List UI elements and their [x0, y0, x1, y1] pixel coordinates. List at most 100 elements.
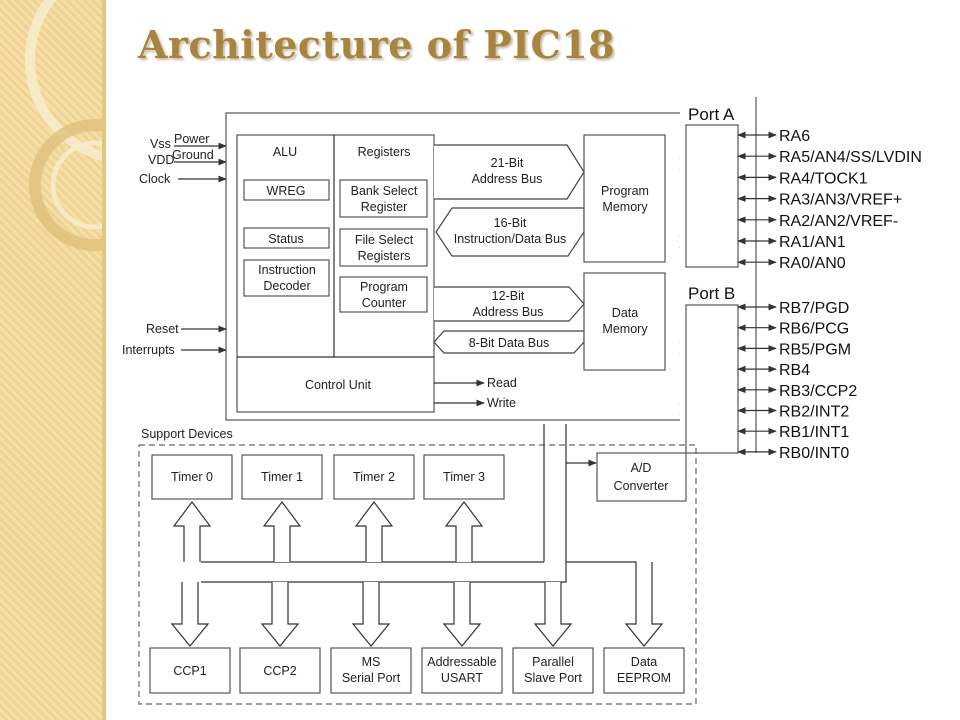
peripheral-label: Addressable — [427, 655, 497, 669]
read-label: Read — [487, 376, 517, 390]
wreg-label: WREG — [267, 184, 306, 198]
timer-box — [241, 454, 323, 500]
data-memory-line-1: Data — [612, 306, 638, 320]
bank-select-line-1: Bank Select — [351, 184, 418, 198]
peripheral-bus-arrow — [351, 582, 391, 647]
timer-bus-arrow — [262, 501, 302, 562]
support-bus — [170, 501, 664, 647]
port-b-pin-label: RB5/PGM — [779, 341, 851, 358]
peripheral-label: USART — [441, 671, 484, 685]
wreg-box — [243, 179, 330, 201]
port-b-pin-label: RB6/PCG — [779, 321, 849, 338]
write-label: Write — [487, 396, 516, 410]
bus-16bit-instruction: 16-Bit Instruction/Data Bus — [435, 207, 585, 257]
bus-8bit-data: 8-Bit Data Bus — [433, 330, 585, 354]
port-a-pin-label: RA6 — [779, 128, 810, 145]
peripheral-label: Serial Port — [342, 671, 401, 685]
interrupts-label: Interrupts — [122, 343, 175, 357]
peripheral-box — [603, 647, 685, 694]
program-memory-box — [583, 134, 666, 263]
vdd-label: VDD — [148, 153, 174, 167]
port-b-pin-label: RB1/INT1 — [779, 424, 849, 441]
peripheral-bus-arrow — [260, 582, 300, 647]
ad-converter-line-2: Converter — [614, 479, 669, 493]
reset-label: Reset — [146, 322, 179, 336]
bus-12bit-address: 12-Bit Address Bus — [434, 286, 585, 322]
peripheral-bus-arrow — [442, 582, 482, 647]
peripheral-label: CCP1 — [173, 664, 206, 678]
peripheral-label: CCP2 — [263, 664, 296, 678]
decorative-sidebar — [0, 0, 106, 720]
peripheral-label: Slave Port — [524, 671, 582, 685]
control-unit-label: Control Unit — [305, 378, 372, 392]
program-counter-line-2: Counter — [362, 296, 406, 310]
port-b-pin-label: RB4 — [779, 362, 810, 379]
program-memory-line-1: Program — [601, 184, 649, 198]
file-select-line-1: File Select — [355, 233, 414, 247]
ad-converter-box — [596, 452, 687, 502]
program-memory-line-2: Memory — [602, 200, 648, 214]
peripheral-box — [149, 647, 231, 694]
port-a-pin-label: RA1/AN1 — [779, 234, 846, 251]
timer-bus-arrow — [354, 501, 394, 562]
timer-bus-arrow — [444, 501, 484, 562]
port-a-pin-label: RA3/AN3/VREF+ — [779, 192, 902, 209]
clock-label: Clock — [139, 172, 171, 186]
timer-label: Timer 1 — [261, 470, 303, 484]
peripheral-label: MS — [362, 655, 381, 669]
port-b-label: Port B — [688, 284, 735, 303]
vss-label: Vss — [150, 137, 171, 151]
bus-12bit-line-2: Address Bus — [473, 305, 544, 319]
ground-label: Ground — [172, 148, 214, 162]
slide-title: Architecture of PIC18 — [138, 22, 616, 67]
port-a-pin-label: RA5/AN4/SS/LVDIN — [779, 149, 922, 166]
decoder-line-1: Instruction — [258, 263, 316, 277]
data-memory-line-2: Memory — [602, 322, 648, 336]
data-memory-box — [583, 272, 666, 371]
peripheral-box — [239, 647, 321, 694]
timer-box — [333, 454, 415, 500]
decoder-line-2: Decoder — [263, 279, 310, 293]
peripheral-box — [330, 647, 412, 694]
registers-block: Registers Bank Select Register File Sele… — [339, 145, 428, 313]
alu-label: ALU — [273, 145, 297, 159]
program-counter-line-1: Program — [360, 280, 408, 294]
bus-12bit-line-1: 12-Bit — [492, 289, 525, 303]
bus-8bit-label: 8-Bit Data Bus — [469, 336, 550, 350]
decorative-rings — [25, 0, 106, 251]
port-b-pin-label: RB2/INT2 — [779, 404, 849, 421]
ad-converter-line-1: A/D — [631, 461, 652, 475]
instruction-decoder-box — [243, 259, 330, 297]
port-b-pin-label: RB0/INT0 — [779, 445, 849, 462]
peripheral-label: Parallel — [532, 655, 574, 669]
timer-box — [151, 454, 233, 500]
bus-16bit-line-1: 16-Bit — [494, 216, 527, 230]
peripheral-label: EEPROM — [617, 671, 671, 685]
input-signals: Vss VDD Power Ground Clock Reset Interru… — [122, 132, 227, 357]
port-a-pin-label: RA0/AN0 — [779, 255, 846, 272]
port-a: Port A RA6RA5/AN4/SS/LVDINRA4/TOCK1RA3/A… — [685, 105, 922, 272]
registers-label: Registers — [358, 145, 411, 159]
bank-select-line-2: Register — [361, 200, 408, 214]
support-devices-frame — [138, 444, 697, 705]
bus-21bit-line-1: 21-Bit — [491, 156, 524, 170]
bus-16bit-line-2: Instruction/Data Bus — [454, 232, 567, 246]
port-b: Port B RB7/PGDRB6/PCGRB5/PGMRB4RB3/CCP2R… — [685, 284, 857, 462]
timer-label: Timer 0 — [171, 470, 213, 484]
status-box — [243, 227, 330, 249]
port-a-pin-label: RA2/AN2/VREF- — [779, 213, 898, 230]
peripheral-box — [512, 647, 594, 694]
file-select-line-2: Registers — [358, 249, 411, 263]
bus-21bit-line-2: Address Bus — [472, 172, 543, 186]
eeprom-bus-arrow — [566, 561, 664, 647]
alu-block: ALU WREG Status Instruction Decoder — [243, 145, 330, 297]
port-a-pin-label: RA4/TOCK1 — [779, 170, 868, 187]
support-devices-label: Support Devices — [141, 427, 233, 441]
port-b-pin-label: RB3/CCP2 — [779, 383, 857, 400]
timer-box — [423, 454, 505, 500]
program-counter-box — [339, 276, 428, 313]
peripheral-bus-arrow — [170, 582, 210, 647]
